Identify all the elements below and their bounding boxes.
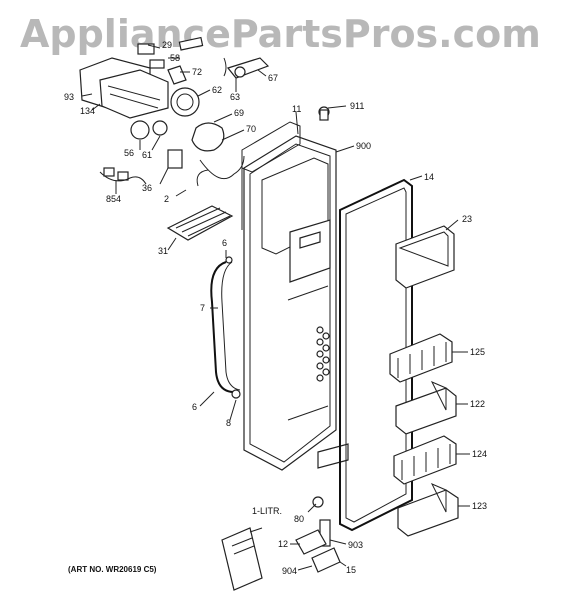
callout-15: 15 bbox=[346, 565, 357, 575]
bracket-part bbox=[223, 57, 270, 79]
door-handle-part bbox=[210, 256, 241, 399]
callout-122: 122 bbox=[470, 399, 486, 409]
callout-56: 56 bbox=[124, 148, 135, 158]
hinge-parts bbox=[295, 106, 341, 573]
callout-62: 62 bbox=[212, 85, 223, 95]
callout-123: 123 bbox=[472, 501, 488, 511]
dispenser-housing-part bbox=[79, 36, 204, 119]
wire-shelf-125-part bbox=[389, 333, 453, 383]
art-number: (ART NO. WR20619 C5) bbox=[68, 565, 157, 574]
leader-lines bbox=[81, 44, 470, 571]
callout-903: 903 bbox=[348, 540, 364, 550]
callout-63: 63 bbox=[230, 92, 241, 102]
wire-harness-part bbox=[99, 167, 147, 185]
wire-shelf-124-part bbox=[393, 435, 457, 485]
callout-904: 904 bbox=[282, 566, 298, 576]
callout-36: 36 bbox=[142, 183, 153, 193]
callout-31: 31 bbox=[158, 246, 169, 256]
callout-14: 14 bbox=[424, 172, 435, 182]
callout-11: 11 bbox=[292, 104, 302, 114]
watermark-logo: AppliancePartsPros.com bbox=[20, 12, 541, 56]
callout-72: 72 bbox=[192, 67, 203, 77]
callout-900: 900 bbox=[356, 141, 372, 151]
callout-70: 70 bbox=[246, 124, 257, 134]
funnel-part bbox=[166, 205, 234, 241]
solenoid-part bbox=[191, 122, 245, 187]
callout-12: 12 bbox=[278, 539, 289, 549]
freezer-door-part bbox=[243, 135, 349, 471]
callout-1-litr: 1-LITR. bbox=[252, 506, 283, 516]
door-gasket-part bbox=[339, 178, 413, 532]
callout-67: 67 bbox=[268, 73, 279, 83]
callout-69: 69 bbox=[234, 108, 245, 118]
callout-29: 29 bbox=[162, 40, 173, 50]
bin-123-part bbox=[397, 483, 459, 537]
callout-7: 7 bbox=[200, 303, 206, 313]
callout-61: 61 bbox=[142, 150, 153, 160]
callout-58: 58 bbox=[170, 53, 181, 63]
callout-6-top: 6 bbox=[222, 238, 228, 248]
auger-motor-part bbox=[130, 87, 200, 169]
callout-23: 23 bbox=[462, 214, 473, 224]
bin-23-part bbox=[395, 225, 455, 289]
callout-911: 911 bbox=[350, 101, 365, 111]
door-shelf-slots bbox=[316, 326, 330, 382]
callout-125: 125 bbox=[470, 347, 486, 357]
callout-93: 93 bbox=[64, 92, 75, 102]
manual-booklet-part bbox=[221, 527, 263, 591]
callout-8: 8 bbox=[226, 418, 232, 428]
callout-124: 124 bbox=[472, 449, 488, 459]
door-trim-part bbox=[241, 121, 301, 230]
callout-854: 854 bbox=[106, 194, 122, 204]
callout-2: 2 bbox=[164, 194, 170, 204]
bin-122-part bbox=[395, 381, 457, 435]
callout-80: 80 bbox=[294, 514, 305, 524]
callout-134: 134 bbox=[80, 106, 96, 116]
callout-6-bottom: 6 bbox=[192, 402, 198, 412]
